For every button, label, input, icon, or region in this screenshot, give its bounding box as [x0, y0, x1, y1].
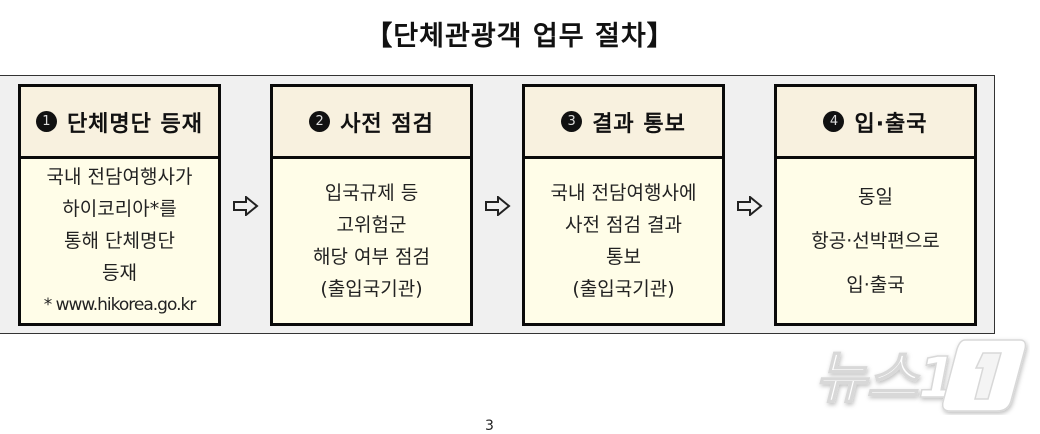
body-line: 국내 전담여행사가 [46, 166, 193, 188]
footnote-url: * www.hikorea.go.kr [43, 295, 197, 315]
body-line: 국내 전담여행사에 [550, 182, 697, 204]
right-arrow-icon [485, 196, 511, 216]
number-badge-icon: 1 [35, 111, 57, 132]
body-line: 통보 [606, 246, 641, 268]
step-heading: 단체명단 등재 [66, 111, 204, 137]
number-badge-icon: 2 [309, 111, 331, 132]
body-line: 동일 [858, 186, 893, 208]
step-header: 2 사전 점검 [273, 87, 470, 159]
number-badge-icon: 3 [561, 111, 583, 132]
body-line: 사전 점검 결과 [565, 214, 682, 236]
body-line: 통해 단체명단 [64, 230, 175, 252]
number-badge-icon: 4 [823, 111, 845, 132]
step-4-entry-exit: 4 입·출국 동일 항공·선박편으로 입·출국 [774, 84, 977, 326]
body-line: (출입국기관) [320, 278, 423, 300]
page-title: 【단체관광객 업무 절차】 [365, 21, 675, 52]
step-heading: 사전 점검 [340, 111, 434, 137]
body-line: (출입국기관) [572, 278, 675, 300]
right-arrow-icon [737, 196, 763, 216]
body-line: 고위험군 [336, 214, 407, 236]
step-body: 국내 전담여행사에 사전 점검 결과 통보 (출입국기관) [525, 159, 722, 323]
step-heading: 결과 통보 [592, 111, 686, 137]
body-line: 입·출국 [846, 274, 905, 296]
step-2-pre-check: 2 사전 점검 입국규제 등 고위험군 해당 여부 점검 (출입국기관) [270, 84, 473, 326]
step-header: 3 결과 통보 [525, 87, 722, 159]
body-line: 등재 [102, 262, 137, 284]
body-line: 해당 여부 점검 [313, 246, 430, 268]
step-1-register-group-list: 1 단체명단 등재 국내 전담여행사가 하이코리아*를 통해 단체명단 등재 *… [18, 84, 221, 326]
step-body: 국내 전담여행사가 하이코리아*를 통해 단체명단 등재 * www.hikor… [21, 159, 218, 323]
page-number: 3 [485, 418, 494, 434]
news1-logo-icon: 뉴스1 [815, 339, 1027, 412]
step-header: 4 입·출국 [777, 87, 974, 159]
body-line: 입국규제 등 [324, 182, 419, 204]
body-line: 하이코리아*를 [62, 198, 177, 220]
body-line: 항공·선박편으로 [811, 230, 940, 252]
step-body: 입국규제 등 고위험군 해당 여부 점검 (출입국기관) [273, 159, 470, 323]
step-3-result-notice: 3 결과 통보 국내 전담여행사에 사전 점검 결과 통보 (출입국기관) [522, 84, 725, 326]
right-arrow-icon [233, 196, 259, 216]
step-body: 동일 항공·선박편으로 입·출국 [777, 159, 974, 323]
step-heading: 입·출국 [854, 111, 928, 137]
svg-text:뉴스1: 뉴스1 [815, 346, 957, 411]
step-header: 1 단체명단 등재 [21, 87, 218, 159]
